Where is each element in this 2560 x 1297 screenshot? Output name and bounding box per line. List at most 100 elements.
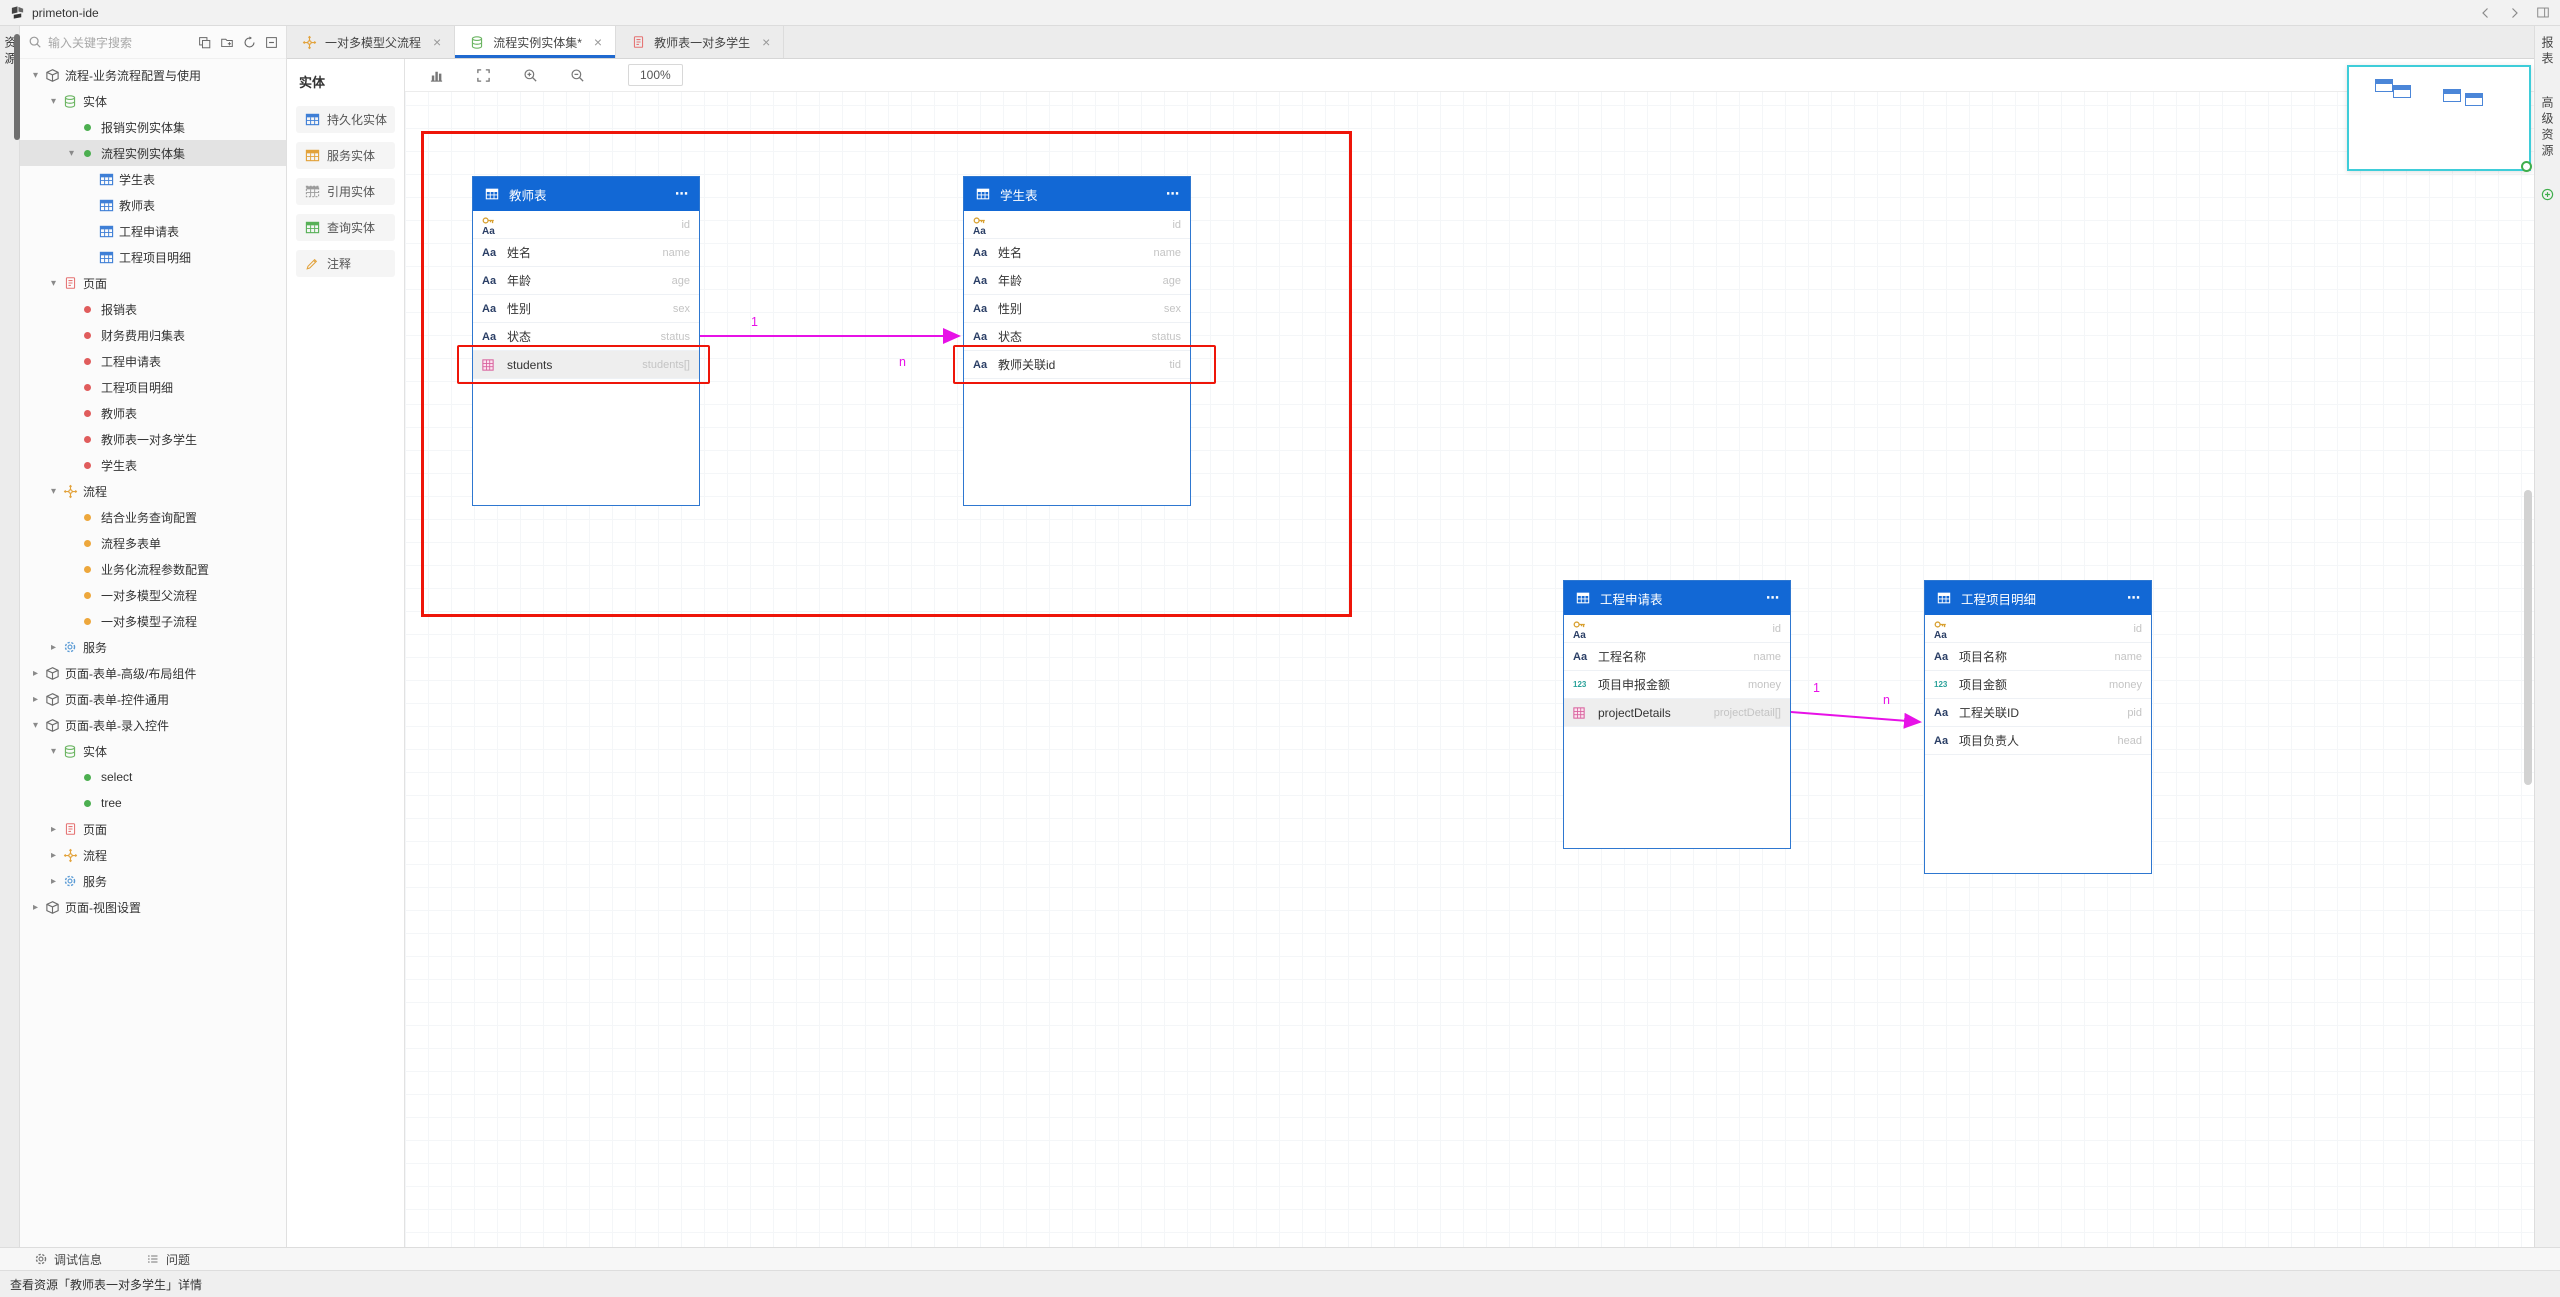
entity-menu-icon[interactable]: ⋯: [675, 186, 689, 201]
tree-item[interactable]: 工程申请表: [20, 348, 286, 374]
bottom-tab[interactable]: 问题: [146, 1251, 190, 1268]
tree-expand-arrow[interactable]: ▾: [32, 69, 39, 81]
canvas-vertical-scrollbar[interactable]: [2524, 490, 2532, 785]
tree-item[interactable]: 学生表: [20, 452, 286, 478]
tree-item[interactable]: 报销实例实体集: [20, 114, 286, 140]
tree-item[interactable]: select: [20, 764, 286, 790]
entity-menu-icon[interactable]: ⋯: [2127, 590, 2141, 605]
bottom-tab[interactable]: 调试信息: [34, 1251, 102, 1268]
minimap-resize-handle[interactable]: [2521, 161, 2532, 172]
entity-header[interactable]: 工程项目明细⋯: [1925, 581, 2151, 615]
back-icon[interactable]: [2480, 7, 2492, 19]
tree-expand-arrow[interactable]: ▸: [50, 875, 57, 887]
tree-item[interactable]: 一对多模型父流程: [20, 582, 286, 608]
palette-item[interactable]: 引用实体: [296, 178, 395, 205]
tab-close-icon[interactable]: ×: [593, 34, 603, 50]
tree-item[interactable]: 教师表: [20, 400, 286, 426]
fit-screen-icon[interactable]: [475, 67, 491, 83]
tree-item[interactable]: ▸页面: [20, 816, 286, 842]
tree-expand-arrow[interactable]: ▾: [50, 745, 57, 757]
tree-expand-arrow[interactable]: ▸: [32, 693, 39, 705]
tree-item[interactable]: ▸页面-表单-控件通用: [20, 686, 286, 712]
rail-tab-resources[interactable]: 资源: [3, 36, 17, 68]
import-icon[interactable]: [198, 36, 211, 49]
entity-header[interactable]: 教师表⋯: [473, 177, 699, 211]
new-folder-icon[interactable]: [220, 36, 234, 49]
tree-expand-arrow[interactable]: ▸: [32, 667, 39, 679]
editor-tab[interactable]: 一对多模型父流程×: [287, 26, 456, 58]
refresh-icon[interactable]: [243, 35, 256, 49]
tree-expand-arrow[interactable]: ▾: [50, 485, 57, 497]
editor-tab[interactable]: 教师表一对多学生×: [616, 26, 785, 58]
zoom-level[interactable]: 100%: [628, 64, 683, 86]
palette-item[interactable]: 服务实体: [296, 142, 395, 169]
tree-item[interactable]: tree: [20, 790, 286, 816]
tree-item[interactable]: ▾流程实例实体集: [20, 140, 286, 166]
tree-expand-arrow[interactable]: ▾: [68, 147, 75, 159]
tab-close-icon[interactable]: ×: [762, 34, 771, 50]
entity-menu-icon[interactable]: ⋯: [1166, 186, 1180, 201]
zoom-out-icon[interactable]: [569, 67, 585, 83]
layout-panel-icon[interactable]: [2536, 6, 2550, 19]
rail-tab[interactable]: 高级资源: [2540, 96, 2554, 160]
tree-item[interactable]: 学生表: [20, 166, 286, 192]
tree-item[interactable]: 一对多模型子流程: [20, 608, 286, 634]
tree-item[interactable]: ▾页面: [20, 270, 286, 296]
rail-tab[interactable]: 报表: [2540, 36, 2554, 68]
tree-item[interactable]: ▸服务: [20, 634, 286, 660]
tree-item[interactable]: ▾流程-业务流程配置与使用: [20, 62, 286, 88]
search-input[interactable]: 输入关键字搜索: [28, 34, 190, 51]
minimap[interactable]: [2347, 65, 2532, 172]
tree-item[interactable]: 工程项目明细: [20, 244, 286, 270]
forward-icon[interactable]: [2508, 7, 2520, 19]
layout-icon[interactable]: [428, 67, 444, 83]
tree-item[interactable]: 教师表一对多学生: [20, 426, 286, 452]
tree-expand-arrow[interactable]: ▾: [50, 277, 57, 289]
tree-item[interactable]: 教师表: [20, 192, 286, 218]
tree-item[interactable]: 工程项目明细: [20, 374, 286, 400]
tree-expand-arrow[interactable]: ▸: [50, 641, 57, 653]
tree-item[interactable]: ▾流程: [20, 478, 286, 504]
tree-expand-arrow[interactable]: ▾: [32, 719, 39, 731]
green-plus-icon[interactable]: [2541, 188, 2554, 201]
entity-header[interactable]: 学生表⋯: [964, 177, 1190, 211]
entity-menu-icon[interactable]: ⋯: [1766, 590, 1780, 605]
zoom-in-icon[interactable]: [522, 67, 538, 83]
tree-item[interactable]: 工程申请表: [20, 218, 286, 244]
tree-item[interactable]: ▸服务: [20, 868, 286, 894]
tree-item[interactable]: 财务费用归集表: [20, 322, 286, 348]
tree-item[interactable]: ▾实体: [20, 738, 286, 764]
tree-item[interactable]: 业务化流程参数配置: [20, 556, 286, 582]
palette-item[interactable]: 持久化实体: [296, 106, 395, 133]
tree-item[interactable]: ▸流程: [20, 842, 286, 868]
tree-item[interactable]: 结合业务查询配置: [20, 504, 286, 530]
tree-item[interactable]: ▾页面-表单-录入控件: [20, 712, 286, 738]
tree-expand-arrow[interactable]: ▸: [50, 823, 57, 835]
collapse-all-icon[interactable]: [265, 36, 278, 49]
palette-item[interactable]: 查询实体: [296, 214, 395, 241]
